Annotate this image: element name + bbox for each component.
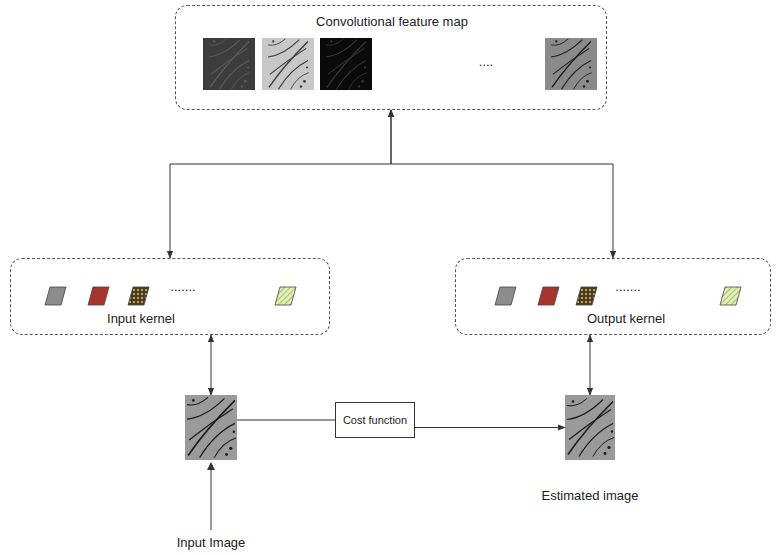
connector bbox=[237, 420, 335, 421]
feature-map-group: Convolutional feature map.... bbox=[175, 5, 607, 110]
node-label: Convolutional feature map bbox=[176, 14, 608, 29]
kernel-group: ....... Input kernel bbox=[10, 258, 330, 335]
ellipsis: ....... bbox=[153, 279, 213, 294]
kernel-swatch bbox=[128, 287, 149, 305]
ellipsis: ....... bbox=[598, 279, 658, 294]
node-label: Cost function bbox=[339, 412, 411, 429]
node-label: Input Image bbox=[141, 535, 281, 550]
connector bbox=[211, 335, 212, 395]
kernel-swatch bbox=[45, 287, 66, 305]
estimated-image-picture bbox=[565, 395, 615, 460]
feature-map-thumbnail bbox=[262, 38, 314, 90]
connector bbox=[170, 110, 391, 258]
connector bbox=[415, 427, 565, 428]
input-arrow bbox=[211, 468, 212, 530]
kernel-swatch bbox=[720, 287, 741, 305]
kernel-swatch bbox=[275, 287, 296, 305]
input-arrow-head bbox=[207, 462, 215, 470]
node-label: Estimated image bbox=[515, 488, 665, 503]
image-node: Input Image bbox=[185, 395, 237, 460]
connector bbox=[391, 110, 613, 258]
kernel-swatch bbox=[538, 287, 559, 305]
node-label: Output kernel bbox=[546, 311, 706, 326]
kernel-swatch bbox=[495, 287, 516, 305]
input-image-picture bbox=[185, 395, 237, 460]
node-label: Input kernel bbox=[71, 311, 211, 326]
feature-map-thumbnail bbox=[203, 38, 255, 90]
image-node: Estimated image bbox=[565, 395, 615, 460]
process-box: Cost function bbox=[335, 402, 415, 438]
feature-map-thumbnail bbox=[320, 38, 372, 90]
node-label: .... bbox=[456, 54, 516, 69]
feature-map-thumbnail bbox=[545, 38, 597, 90]
kernel-swatch bbox=[576, 287, 597, 305]
kernel-swatch bbox=[88, 287, 109, 305]
connector bbox=[590, 335, 591, 395]
kernel-group: ....... Output kernel bbox=[455, 258, 771, 335]
